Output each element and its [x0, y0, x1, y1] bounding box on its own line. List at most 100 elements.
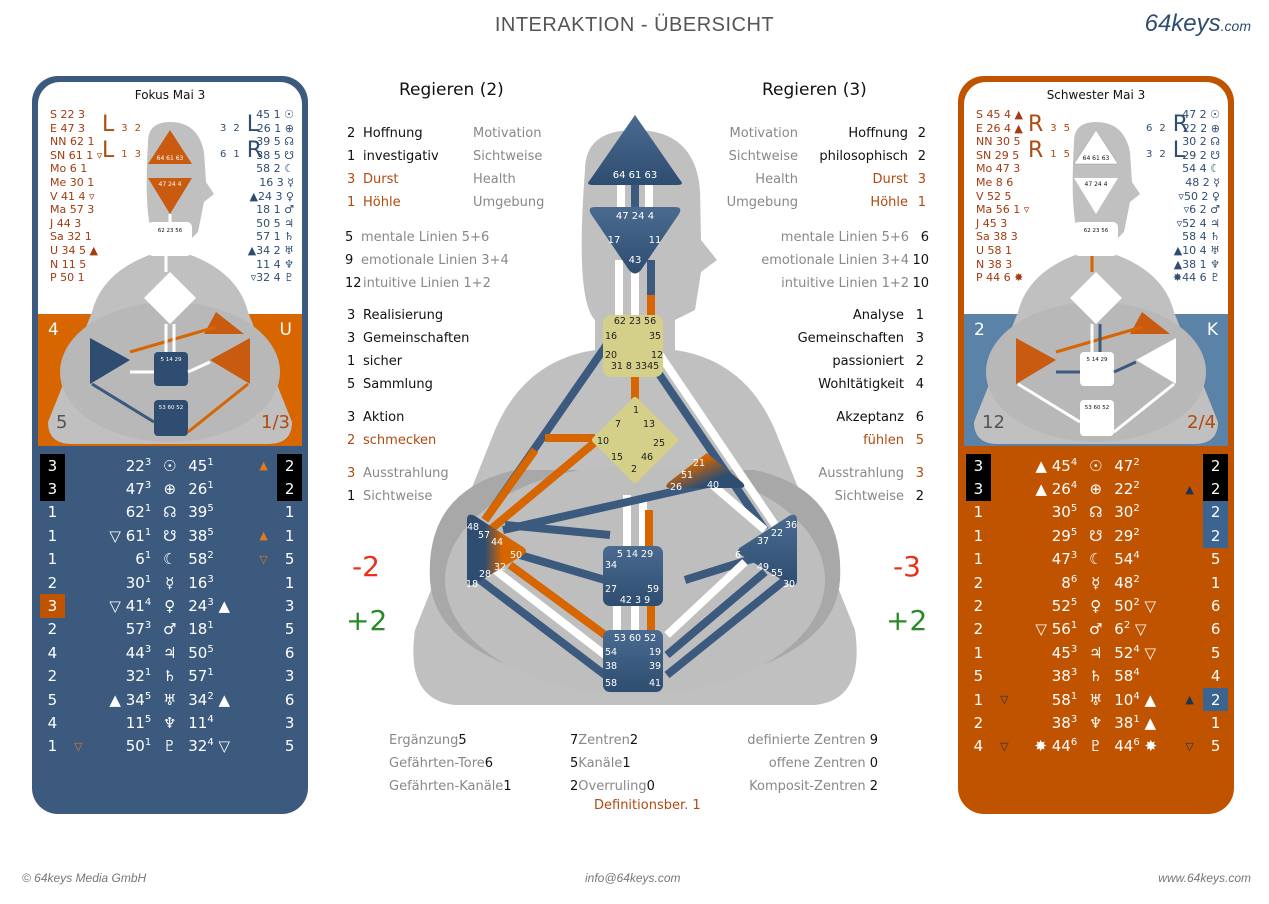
personality-marker-icon: [250, 477, 277, 500]
design-gate-number: 6: [135, 550, 145, 569]
personality-gate-number: 22: [1114, 480, 1134, 499]
personality-gate-number: 11: [188, 713, 208, 732]
design-fixing-icon: ▲: [109, 690, 126, 709]
design-gate-number: 45: [1051, 456, 1071, 475]
personality-activation: 48 2 ☿: [1185, 175, 1220, 189]
action-row-count: 3: [347, 410, 356, 425]
personality-gate: 114: [188, 711, 250, 734]
planet-symbol-icon: ♆: [1089, 713, 1103, 732]
personality-gate: 342 ▲: [188, 688, 250, 711]
design-activation: S 45 4 ▲: [976, 108, 1023, 121]
personality-activation: 47 2 ☉: [1182, 108, 1220, 121]
stat-label: Komposit-Zentren: [749, 779, 870, 794]
design-gate-number: 52: [1051, 597, 1071, 616]
design-marker-icon: ▽: [74, 739, 83, 753]
design-gate-number: 32: [125, 667, 145, 686]
solar-center: [210, 338, 250, 384]
personality-line: 2: [1133, 573, 1140, 585]
design-line-count: 4: [973, 737, 984, 756]
stat-value-a: 5: [570, 756, 579, 771]
planet-row: 3▽ 414♀243 ▲3: [40, 594, 302, 618]
g-center: [1070, 272, 1122, 324]
personality-gate-number: 57: [188, 667, 208, 686]
design-line-count: 3: [966, 454, 991, 478]
channel-35-36: [656, 352, 779, 528]
gate-18: 18: [466, 579, 478, 590]
personality-gate-number: 58: [188, 550, 208, 569]
gate-32: 32: [494, 562, 506, 573]
planet-symbol-icon: ☉: [1089, 456, 1103, 475]
design-line: 1: [1070, 620, 1078, 632]
personality-gate-number: 38: [1114, 713, 1134, 732]
trait-row-label: Wohltätigkeit: [818, 377, 904, 392]
design-gate: 473: [92, 477, 151, 500]
stat-row: 7Zentren2: [570, 729, 655, 752]
design-marker-icon: [65, 477, 92, 500]
footer-website[interactable]: www.64keys.com: [1158, 871, 1251, 885]
variable-count: 3: [917, 172, 926, 187]
variable-label: Sichtweise: [473, 149, 543, 164]
sacral-center: [1080, 352, 1114, 386]
channel-50-27: [518, 551, 607, 584]
stat-label: Overruling: [578, 779, 647, 794]
personality-gate: 181: [188, 618, 250, 641]
throat-gates: 62 23 56: [158, 228, 183, 234]
root-top-gates: 53 60 52: [614, 633, 656, 644]
variable-count: 1: [917, 195, 926, 210]
stat-label: Ergänzung: [389, 733, 459, 748]
personality-gate-number: 24: [188, 597, 208, 616]
design-activation: N 11 5: [50, 257, 87, 271]
throat-gates: 62 23 56: [1084, 228, 1109, 234]
gate-27: 27: [605, 584, 617, 595]
variable-value: Hoffnung: [363, 126, 423, 141]
channel-16-48-orange: [481, 447, 539, 523]
design-marker-icon: [991, 548, 1018, 571]
planet-symbol-icon: ♅: [163, 690, 177, 709]
gate-36: 36: [785, 520, 797, 531]
design-activation: E 47 3: [50, 121, 85, 135]
design-marker-icon: [991, 711, 1018, 734]
personality-activation: ✸44 6 ♇: [1172, 271, 1220, 285]
right-diff-positive: +2: [886, 604, 928, 637]
design-marker-icon: ▽: [1000, 693, 1009, 707]
personality-marker-icon: ▲: [259, 459, 268, 473]
gate-11: 11: [649, 235, 662, 246]
personality-activation: 45 1 ☉: [256, 108, 294, 121]
personality-gate: 544: [1114, 548, 1176, 571]
design-gate: 61: [92, 548, 151, 571]
root-center: [1080, 400, 1114, 436]
design-activation: Sa 32 1: [50, 230, 92, 244]
personality-gate: 482: [1114, 571, 1176, 594]
personality-gate: 446 ✸: [1114, 735, 1176, 758]
left-chart-top: Fokus Mai 3 4 U 64 61 63: [38, 82, 302, 446]
solar-plexus-center: [738, 514, 797, 586]
gate-13: 13: [643, 419, 655, 430]
design-marker-icon: [991, 665, 1018, 688]
brand-suffix: .com: [1220, 18, 1251, 34]
personality-line-count: 2: [1203, 477, 1228, 501]
brand-logo[interactable]: 64keys.com: [1145, 10, 1251, 38]
design-marker-icon: [991, 641, 1018, 664]
personality-line: 1: [1133, 713, 1140, 725]
planet-symbol-icon: ♀: [164, 597, 176, 616]
planet-symbol-icon: ♅: [1089, 690, 1103, 709]
design-marker-icon: [991, 571, 1018, 594]
footer-copyright: © 64keys Media GmbH: [22, 871, 147, 885]
personality-marker-icon: ▲: [1185, 482, 1194, 496]
personality-activation: 38 5 ☋: [256, 148, 294, 162]
footer-email[interactable]: info@64keys.com: [585, 871, 681, 885]
personality-activation: ▿32 4 ♇: [250, 271, 294, 285]
design-line-count: 3: [966, 477, 991, 501]
design-marker-icon: [65, 501, 92, 524]
